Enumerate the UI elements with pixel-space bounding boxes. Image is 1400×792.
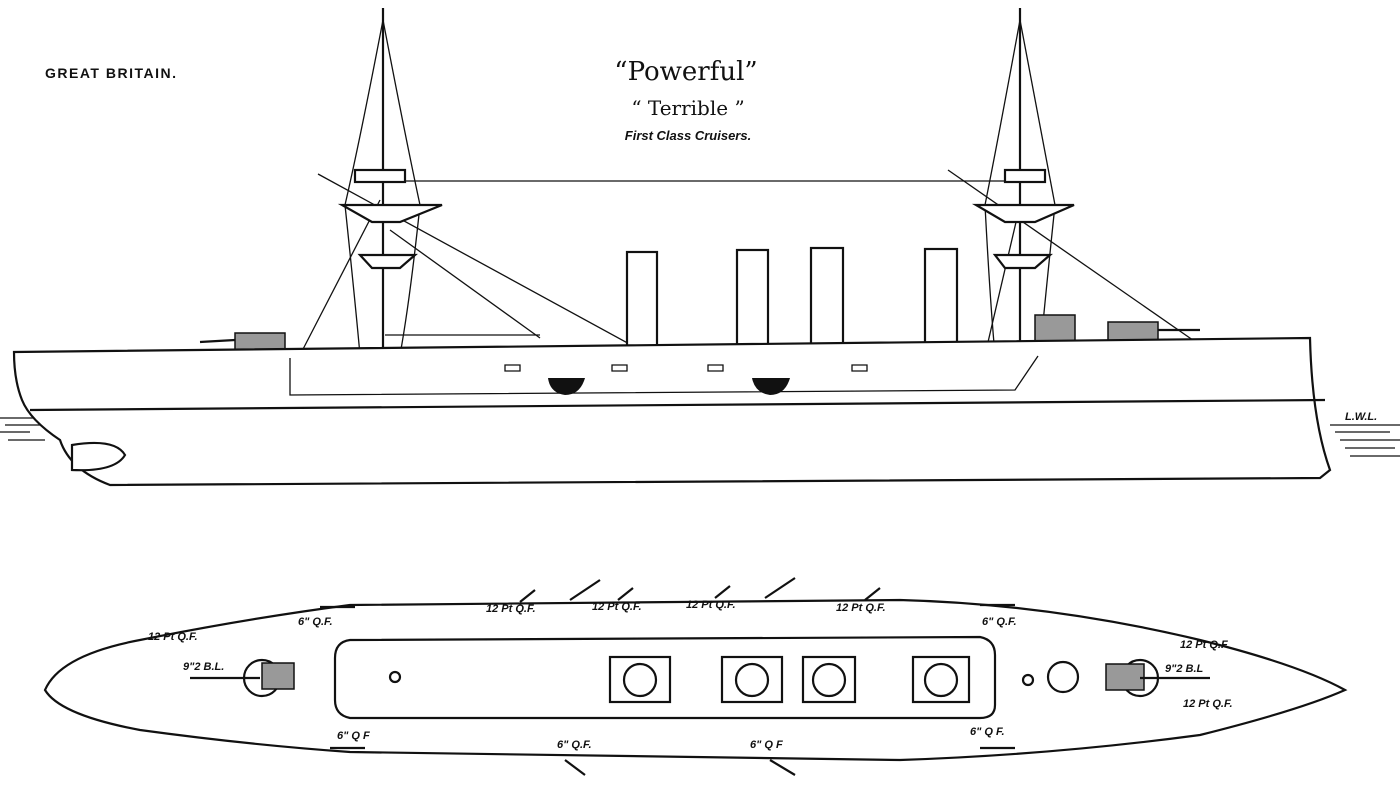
hull (12, 336, 1332, 487)
waterline (29, 398, 1326, 412)
gun-label: 6" Q F (750, 739, 783, 751)
gun-label: 12 Pt Q.F. (1183, 698, 1233, 710)
fore-mast (337, 8, 443, 401)
ship-class-label: First Class Cruisers. (625, 128, 751, 143)
gun-label: 6" Q.F. (298, 616, 333, 628)
funnel-2 (735, 248, 770, 360)
gun-label: 6" Q F. (970, 726, 1005, 738)
gun-label: 12 Pt Q.F. (686, 599, 736, 611)
side-guns (320, 577, 1015, 776)
ship-name-powerful: “Powerful” (614, 57, 757, 87)
casemates (504, 364, 868, 395)
gun-label: 12 Pt Q.F. (1180, 639, 1230, 651)
country-label: GREAT BRITAIN. (45, 65, 177, 81)
plan-view: 12 Pt Q.F. 6" Q.F. 12 Pt Q.F. 12 Pt Q.F.… (43, 577, 1348, 776)
funnel-plan (608, 655, 971, 704)
ship-name-terrible: “ Terrible ” (631, 96, 744, 120)
gun-label: 9"2 B.L (1165, 663, 1204, 675)
water-lines (0, 417, 1400, 457)
gun-label: 12 Pt Q.F. (486, 603, 536, 615)
gun-label: 12 Pt Q.F. (836, 602, 886, 614)
aft-turret-plan (1105, 658, 1210, 698)
gun-label: 6" Q.F. (982, 616, 1017, 628)
profile-view: (function(){ const g=document.currentScr… (0, 8, 1400, 487)
ram-bow (70, 441, 127, 472)
gun-label: 9"2 B.L. (183, 661, 224, 673)
funnel-4 (923, 247, 959, 360)
waterline-label: L.W.L. (1345, 411, 1377, 423)
gun-label: 6" Q F (337, 730, 370, 742)
fore-turret-plan (190, 658, 295, 698)
gun-label: 6" Q.F. (557, 739, 592, 751)
funnel-3 (809, 246, 845, 360)
funnel-1 (625, 250, 659, 360)
gun-label: 12 Pt Q.F. (148, 631, 198, 643)
gun-label: 12 Pt Q.F. (592, 601, 642, 613)
